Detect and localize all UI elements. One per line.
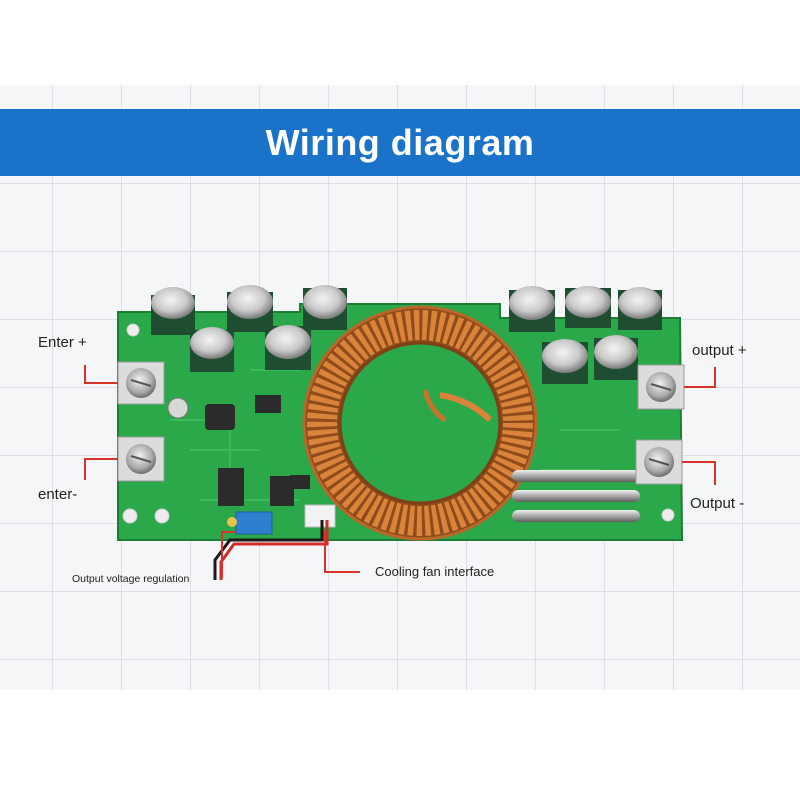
label-cooling-fan: Cooling fan interface: [375, 564, 495, 579]
label-output-minus: Output -: [690, 495, 745, 512]
leader-output-plus: [684, 367, 716, 388]
terminal-output-plus: [637, 364, 685, 410]
label-input-minus: enter-: [38, 486, 78, 503]
terminal-input-minus: [117, 436, 165, 482]
leader-output-minus: [682, 461, 716, 485]
title-banner: Wiring diagram: [0, 109, 800, 176]
leader-input-plus: [84, 365, 118, 384]
toroidal-inductor: [302, 305, 538, 541]
terminal-output-minus: [635, 439, 683, 485]
leader-lines: [84, 365, 716, 578]
capacitors-right: [509, 286, 662, 384]
capacitors-left: [151, 285, 347, 372]
label-output-plus: output +: [692, 342, 747, 359]
page-title: Wiring diagram: [265, 121, 535, 163]
heat-pipes: [512, 470, 640, 522]
label-voltage-regulation: Output voltage regulation: [72, 573, 190, 585]
terminal-input-plus: [117, 361, 165, 405]
leader-input-minus: [84, 458, 118, 480]
leader-voltage-regulation: [221, 531, 236, 578]
leader-cooling-fan: [324, 530, 360, 573]
label-input-plus: Enter +: [38, 334, 87, 351]
